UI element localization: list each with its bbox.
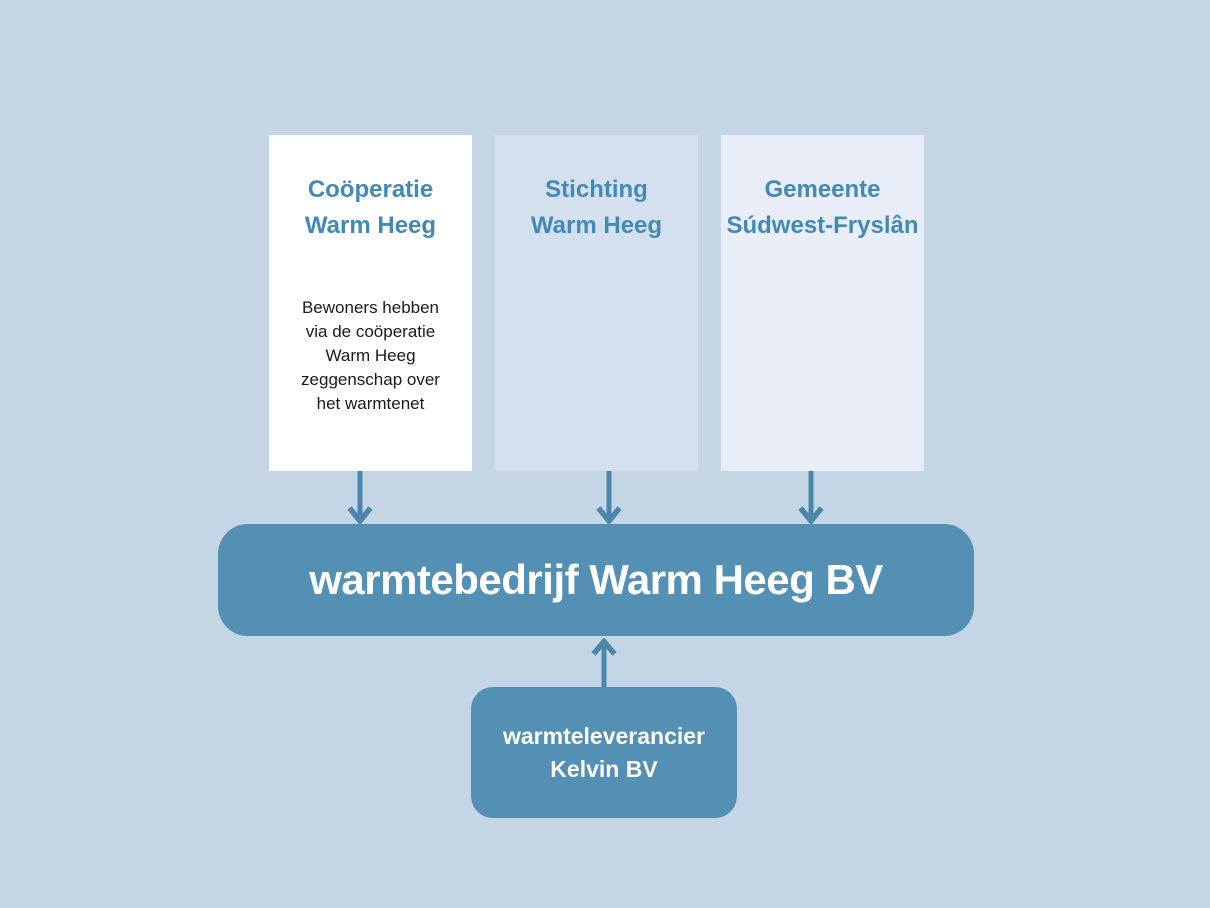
supplier-box: warmteleverancier Kelvin BV [471,687,737,818]
owner-description-cooperatie: Bewoners hebben via de coöperatie Warm H… [301,298,440,413]
owner-title-stichting: Stichting Warm Heeg [530,176,663,239]
down-arrow-stichting-icon [596,471,622,524]
down-arrow-cooperatie-icon [347,471,373,524]
owner-box-cooperatie: Coöperatie Warm Heeg Bewoners hebben via… [269,135,472,471]
company-box: warmtebedrijf Warm Heeg BV [218,524,974,636]
company-label: warmtebedrijf Warm Heeg BV [309,556,883,603]
owner-title-gemeente: Gemeente Súdwest-Fryslân [726,176,919,239]
up-arrow-supplier-icon [591,638,617,688]
supplier-label: warmteleverancier Kelvin BV [502,722,705,782]
owner-box-gemeente: Gemeente Súdwest-Fryslân [721,135,924,471]
owner-title-cooperatie: Coöperatie Warm Heeg [304,176,437,239]
owner-box-stichting: Stichting Warm Heeg [495,135,698,471]
down-arrow-gemeente-icon [798,471,824,524]
